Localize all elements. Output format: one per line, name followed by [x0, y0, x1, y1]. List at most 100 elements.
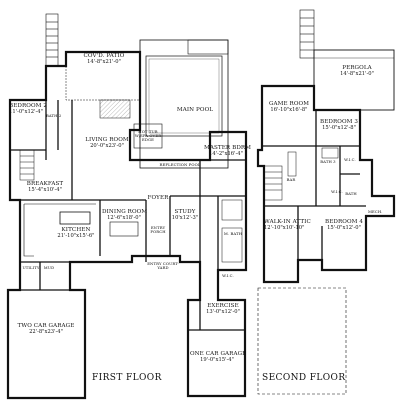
entry-porch: ENTRY PORCH	[148, 226, 168, 234]
dining-room-dim: 12'-6"x18'-0"	[107, 214, 141, 221]
mech-name: MECH.	[368, 209, 383, 214]
one-car-garage-name: ONE CAR GARAGE	[190, 351, 247, 357]
second-floor-plan	[256, 9, 396, 395]
room-pergola: PERGOLA 14'-8"x21'-0"	[322, 65, 392, 77]
room-wic-b3: W.I.C.	[342, 158, 358, 162]
stair-second-floor-middle	[263, 165, 283, 201]
wic-master-name: W.I.C.	[222, 273, 234, 278]
pergola-dim: 14'-8"x21'-0"	[340, 70, 374, 77]
exercise-dim: 13'-0"x12'-0"	[206, 308, 240, 315]
room-two-car-garage: TWO CAR GARAGE 22'-8"x23'-4"	[8, 323, 84, 335]
first-floor-plan	[6, 13, 248, 400]
second-floor-title: SECOND FLOOR	[262, 373, 346, 383]
room-master-bedroom: MASTER BDRM 14'-2"x16'-4"	[204, 145, 251, 157]
room-foyer: FOYER	[146, 195, 170, 202]
dining-room-name: DINING ROOM	[102, 209, 148, 215]
room-mud: MUD	[42, 266, 56, 270]
room-one-car-garage: ONE CAR GARAGE 19'-0"x15'-4"	[190, 351, 247, 363]
breakfast-dim: 15'-4"x10'-4"	[28, 186, 62, 193]
second-floor-interior-walls	[262, 110, 366, 260]
bedroom2-dim: 11'-0"x12'-4"	[9, 108, 43, 115]
wic-b4-name: W.I.C.	[331, 189, 343, 194]
room-main-pool: MAIN POOL	[170, 107, 220, 114]
main-pool-outline	[145, 55, 223, 137]
bedroom3-dim: 15'-0"x12'-8"	[322, 124, 356, 131]
main-pool-edge	[148, 58, 220, 134]
one-car-garage-dim: 19'-0"x15'-4"	[200, 356, 234, 363]
bath2-name: BATH 2	[46, 113, 62, 118]
stair-top-left	[45, 13, 59, 67]
room-study: STUDY 10'x12'-3"	[170, 209, 200, 221]
roof-below-dashed	[257, 287, 347, 395]
bath4-name: BATH	[345, 191, 357, 196]
room-bedroom2: BEDROOM 2 11'-0"x12'-4"	[9, 103, 48, 115]
pool-deck-top-step	[187, 39, 229, 55]
room-walkin-attic: WALK-IN ATTIC 12'-10"x10'-10"	[264, 219, 311, 231]
foyer-name: FOYER	[147, 195, 169, 201]
bath3-name: BATH 3	[320, 159, 336, 164]
master-bath-vanity	[221, 227, 243, 263]
hot-tub-outline	[133, 123, 163, 149]
room-wic-master: W.I.C.	[220, 274, 236, 278]
living-room-name: LIVING ROOM	[85, 137, 129, 143]
kitchen-island	[59, 211, 91, 225]
walkin-attic-dim: 12'-10"x10'-10"	[264, 224, 305, 231]
room-kitchen: KITCHEN 21'-10"x15'-6"	[52, 227, 100, 239]
utility-name: UTILITY	[22, 265, 40, 270]
room-utility: UTILITY	[22, 266, 40, 270]
entry-court: ENTRY COURT-YARD	[146, 262, 180, 270]
two-car-garage-name: TWO CAR GARAGE	[17, 323, 75, 329]
room-wic-b4: W.I.C.	[330, 190, 344, 194]
kitchen-name: KITCHEN	[61, 227, 91, 233]
room-bedroom4: BEDROOM 4 15'-0"x12'-0"	[322, 219, 366, 231]
room-game: GAME ROOM 16'-10"x16'-8"	[264, 101, 314, 113]
room-breakfast: BREAKFAST 15'-4"x10'-4"	[18, 181, 72, 193]
study-name: STUDY	[174, 209, 196, 215]
reflection-pool-name: REFLECTION POOL	[159, 162, 201, 167]
bedroom2-name: BEDROOM 2	[9, 103, 48, 109]
room-bar: BAR	[284, 178, 298, 182]
master-bedroom-dim: 14'-2"x16'-4"	[209, 150, 243, 157]
m-bath-name: M. BATH	[223, 231, 243, 236]
first-floor-title: FIRST FLOOR	[92, 373, 162, 383]
room-dining: DINING ROOM 12'-6"x18'-0"	[102, 209, 148, 221]
entry-court-name: ENTRY COURT-YARD	[147, 261, 179, 270]
exercise-name: EXERCISE	[207, 303, 239, 309]
living-room-dim: 20'-0"x23'-0"	[90, 142, 124, 149]
main-pool-name: MAIN POOL	[176, 107, 214, 113]
room-bath3: BATH 3	[318, 160, 338, 164]
bar-name: BAR	[286, 177, 296, 182]
dining-table	[109, 221, 139, 237]
hot-tub-name: HOT TUB W/SPA OVER EDGE	[134, 129, 162, 142]
bath3-tub	[321, 147, 339, 159]
first-floor-interior-walls	[8, 100, 246, 331]
mud-name: MUD	[43, 265, 55, 270]
game-room-dim: 16'-10"x16'-8"	[270, 106, 308, 113]
study-dim: 10'x12'-3"	[171, 214, 199, 221]
room-mech: MECH.	[368, 210, 382, 214]
master-bath-tub	[221, 199, 243, 221]
bedroom4-name: BEDROOM 4	[324, 219, 364, 225]
two-car-garage-dim: 22'-8"x23'-4"	[29, 328, 63, 335]
pergola-outline	[313, 49, 395, 111]
room-m-bath: M. BATH	[220, 232, 246, 236]
room-bedroom3: BEDROOM 3 15'-0"x12'-8"	[318, 119, 360, 131]
stair-left-middle	[19, 149, 35, 181]
covd-patio-dim: 14'-8"x21'-0"	[87, 58, 121, 65]
kitchen-counter	[23, 204, 34, 257]
breakfast-name: BREAKFAST	[26, 181, 64, 187]
game-room-name: GAME ROOM	[268, 101, 310, 107]
room-living: LIVING ROOM 20'-0"x23'-0"	[74, 137, 140, 149]
stair-second-floor	[299, 9, 315, 59]
walkin-attic-name: WALK-IN ATTIC	[264, 219, 311, 225]
pergola-name: PERGOLA	[342, 65, 372, 71]
room-covd-patio: COV'D. PATIO 14'-8"x21'-0"	[68, 53, 140, 65]
bedroom3-name: BEDROOM 3	[319, 119, 359, 125]
bedroom4-dim: 15'-0"x12'-0"	[327, 224, 361, 231]
room-exercise: EXERCISE 13'-0"x12'-0"	[202, 303, 244, 315]
hot-tub: HOT TUB W/SPA OVER EDGE	[134, 130, 162, 142]
room-bath4: BATH	[344, 192, 358, 196]
kitchen-dim: 21'-10"x15'-6"	[57, 232, 95, 239]
